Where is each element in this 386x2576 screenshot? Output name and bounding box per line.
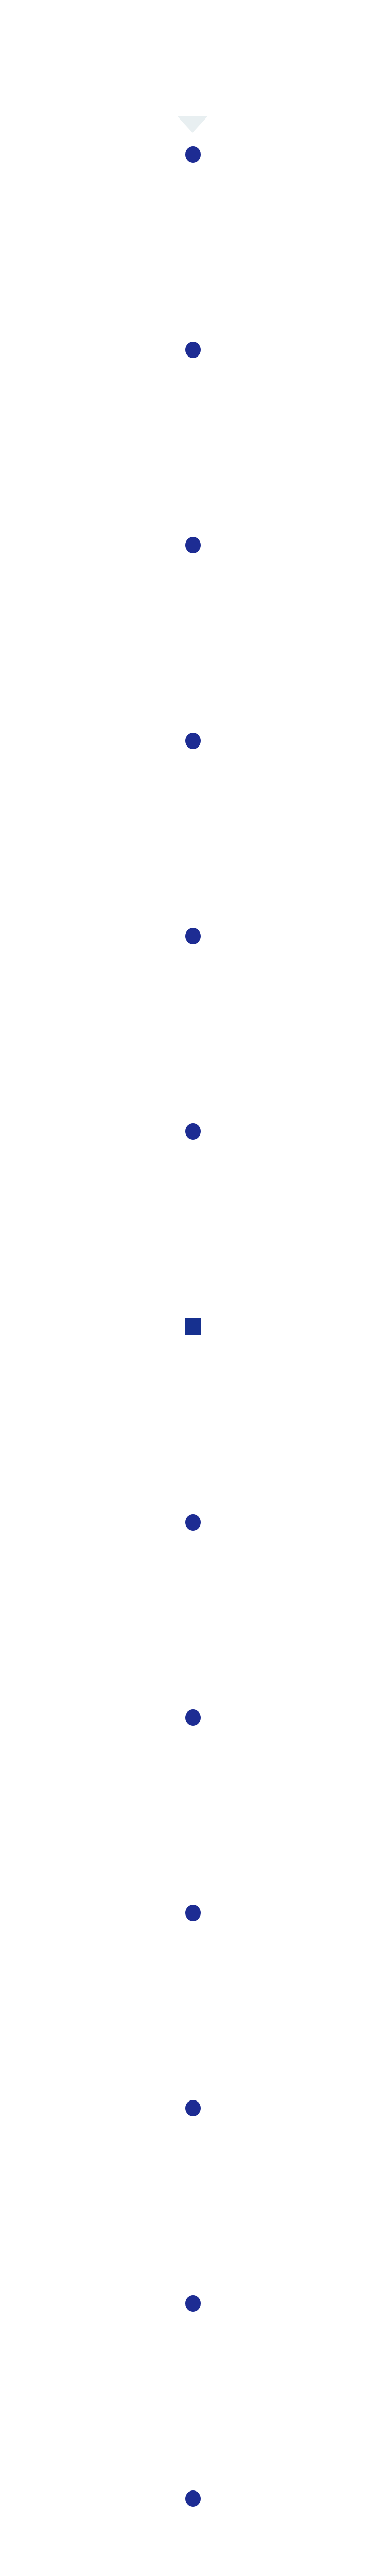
triangle-down-icon: [177, 116, 208, 133]
timeline-dot-marker: [185, 1905, 201, 1921]
timeline-square-marker: [185, 1318, 201, 1335]
timeline-dot-marker: [185, 928, 201, 944]
timeline-dot-marker: [185, 2490, 201, 2507]
timeline-dot-marker: [185, 1514, 201, 1531]
timeline-dot-marker: [185, 733, 201, 749]
timeline-dot-marker: [185, 1123, 201, 1140]
timeline-dot-marker: [185, 2100, 201, 2116]
timeline-dot-marker: [185, 1709, 201, 1726]
timeline-dot-marker: [185, 146, 201, 163]
timeline-dot-marker: [185, 2295, 201, 2312]
timeline-dot-marker: [185, 537, 201, 553]
timeline-dot-marker: [185, 342, 201, 358]
